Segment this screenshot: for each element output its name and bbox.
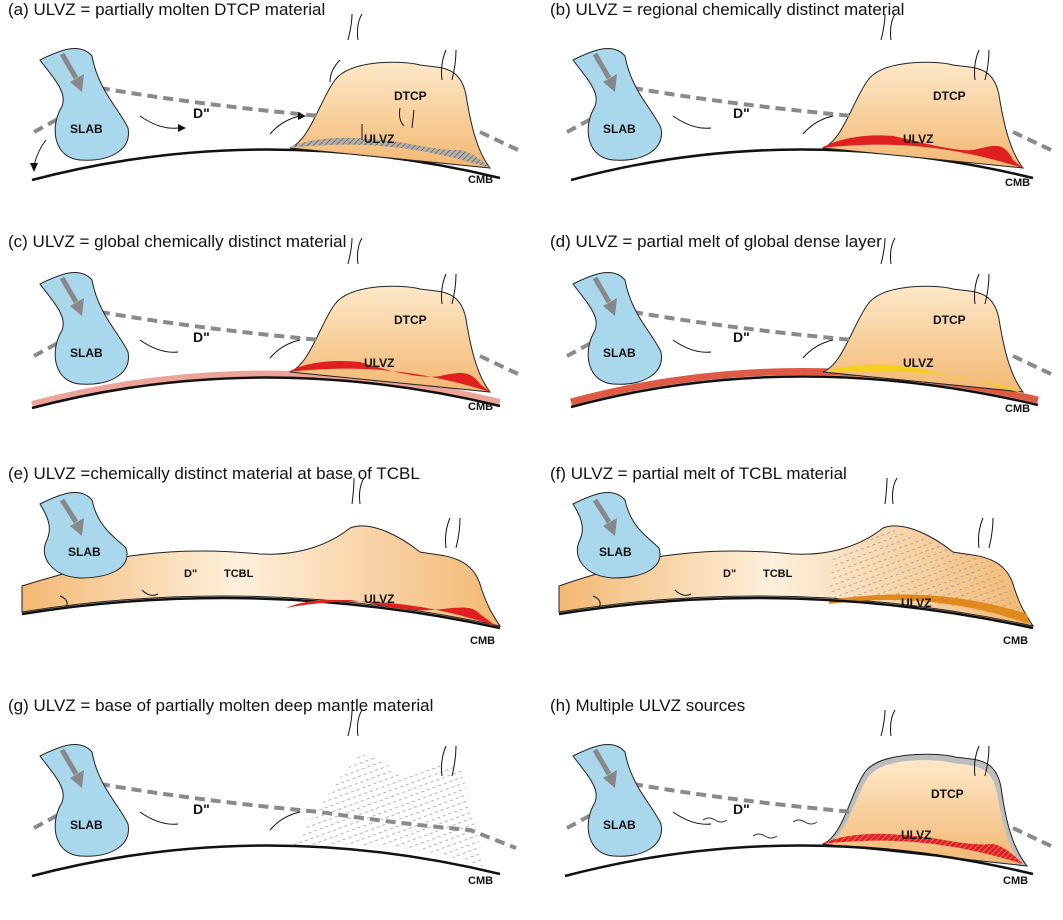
ulvz-label: ULVZ [901,828,931,842]
d2-label: D" [184,568,197,580]
ulvz-red [286,599,496,626]
melt-yellow [829,364,1023,394]
slab-label: SLAB [70,122,103,136]
cmb-label: CMB [468,875,493,887]
diagram-f: SLAB D" TCBL ULVZ CMB [558,477,1035,647]
ulvz-hatch [288,137,490,168]
dtcp-label: DTCP [394,89,427,103]
d2-label: D" [733,329,750,345]
ulvz-label: ULVZ [901,596,931,610]
tcbl-label: TCBL [224,568,254,580]
d2-label: D" [733,105,750,121]
ulvz-hatch [821,833,1023,864]
ulvz-label: ULVZ [364,356,394,370]
slab [39,271,129,385]
diagram-e: SLAB D" TCBL ULVZ CMB [21,477,502,647]
cmb-line [570,375,1039,409]
panel-a: (a) ULVZ = partially molten DTCP materia… [0,0,530,224]
cmb-line [558,596,1034,630]
cmb-label: CMB [468,401,493,413]
partial-melt-stipple [292,755,486,868]
ulvz-label: ULVZ [903,356,933,370]
cmb-line [570,148,1034,182]
slab-label: SLAB [68,545,101,559]
slab-arrow [59,52,79,80]
dtcp-label: DTCP [931,787,964,801]
panel-g: (g) ULVZ = base of partially molten deep… [0,696,530,920]
d2-label: D" [193,801,210,817]
cmb-label: CMB [1005,403,1030,415]
ulvz-label: ULVZ [903,132,933,146]
cmb-label: CMB [1003,635,1028,647]
slab [39,47,129,161]
d2-label: D" [723,568,736,580]
panel-title: (d) ULVZ = partial melt of global dense … [550,232,882,251]
panel-title: (h) Multiple ULVZ sources [550,696,746,715]
cmb-label: CMB [470,635,495,647]
panel-title: (e) ULVZ =chemically distinct material a… [8,464,420,483]
dtcp-label: DTCP [394,313,427,327]
slab [39,743,129,857]
cmb-label: CMB [1005,177,1030,189]
diagram-h: SLAB D" DTCP ULVZ CMB [564,709,1052,887]
slab-label: SLAB [603,122,636,136]
slab-label: SLAB [603,346,636,360]
panel-title: (b) ULVZ = regional chemically distinct … [550,0,905,19]
cmb-line [31,376,501,410]
d2-label: D" [193,329,210,345]
cmb-line [21,596,501,630]
panel-c: (c) ULVZ = global chemically distinct ma… [0,232,530,456]
cmb-line [31,148,501,182]
panel-title: (g) ULVZ = base of partially molten deep… [8,696,434,715]
diagram-c: SLAB D" DTCP ULVZ CMB [31,237,519,413]
panel-d: (d) ULVZ = partial melt of global dense … [533,232,1063,456]
ulvz-label: ULVZ [364,132,394,146]
panel-title: (a) ULVZ = partially molten DTCP materia… [8,0,326,19]
slab-label: SLAB [70,346,103,360]
cmb-label: CMB [1003,875,1028,887]
slab [572,743,662,857]
panel-title: (c) ULVZ = global chemically distinct ma… [8,232,347,251]
slab [572,271,662,385]
cmb-line [564,844,1034,878]
tcbl-label: TCBL [763,568,793,580]
d2-dashed-line-right [479,130,519,152]
panel-e: (e) ULVZ =chemically distinct material a… [0,464,530,688]
ulvz-red [821,135,1023,168]
diagram-g: SLAB D" CMB [31,709,517,887]
cmb-line [31,844,501,878]
ulvz-red [288,361,490,392]
slab-label: SLAB [603,818,636,832]
d2-label: D" [193,105,210,121]
dtcp-label: DTCP [933,89,966,103]
diagram-d: SLAB D" DTCP ULVZ CMB [566,237,1052,415]
slab-label: SLAB [599,545,632,559]
d2-label: D" [733,801,750,817]
panel-h: (h) Multiple ULVZ sources SLAB D" DTCP U [533,696,1063,920]
panel-b: (b) ULVZ = regional chemically distinct … [533,0,1063,224]
diagram-b: SLAB D" DTCP ULVZ CMB [566,13,1052,189]
slab [39,491,128,579]
slab [572,491,661,579]
slab [572,47,662,161]
diagram-a: SLAB D" DTCP ULVZ CMB [30,13,519,186]
cmb-label: CMB [468,174,493,186]
ulvz-label: ULVZ [364,592,394,606]
panel-title: (f) ULVZ = partial melt of TCBL material [550,464,847,483]
dtcp-label: DTCP [933,313,966,327]
slab-label: SLAB [70,818,103,832]
panel-f: (f) ULVZ = partial melt of TCBL material… [533,464,1063,688]
tcbl-melt-orange [829,594,1029,624]
